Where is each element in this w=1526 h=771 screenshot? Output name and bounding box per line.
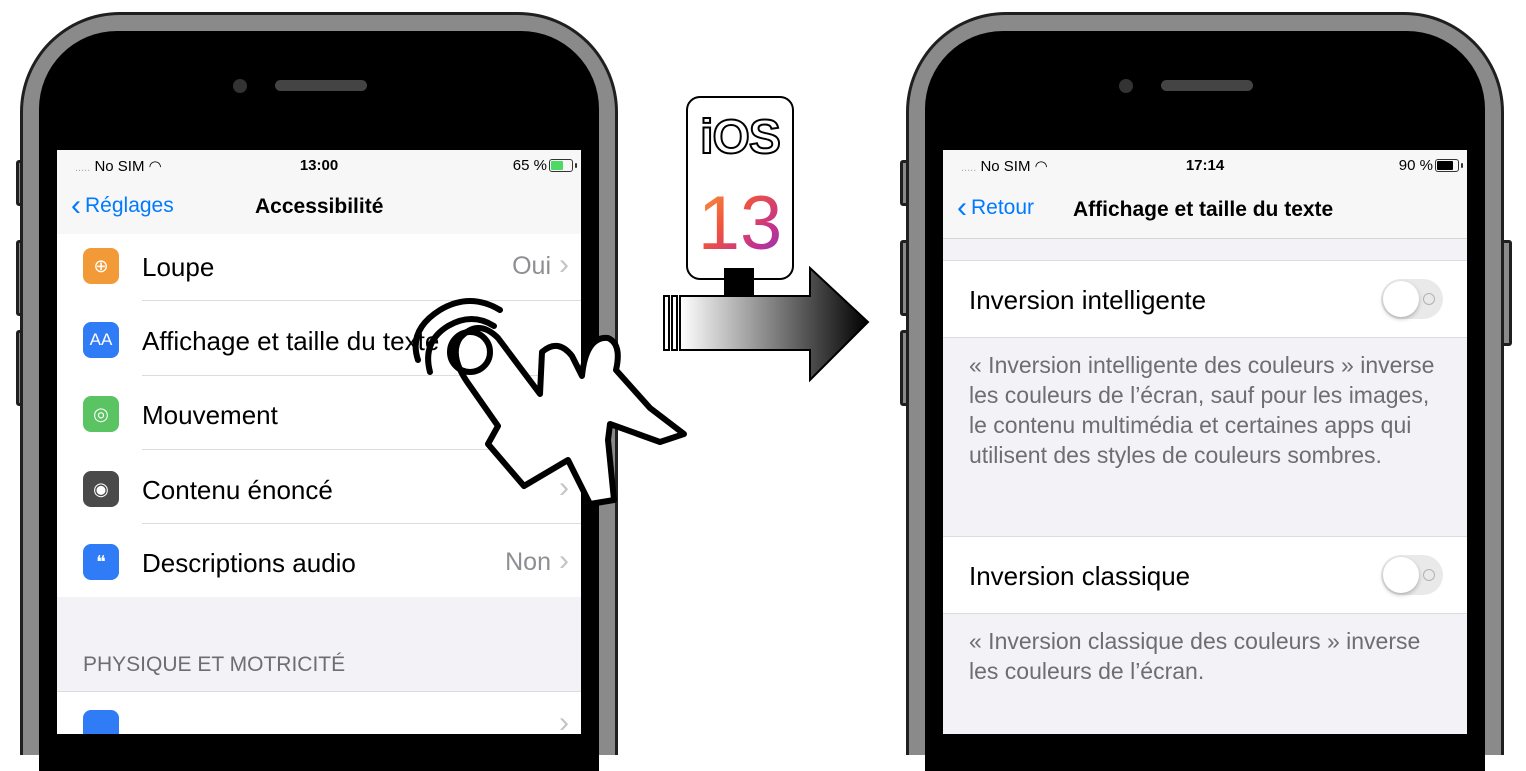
list-item-mouvement[interactable]: ◎ Mouvement xyxy=(57,378,581,451)
wifi-icon: ◠ xyxy=(1034,158,1048,175)
row-label: Affichage et taille du texte xyxy=(142,326,440,356)
page-title: Affichage et taille du texte xyxy=(1073,198,1334,221)
list-item-loupe[interactable]: ⊕ Loupe Oui › xyxy=(57,230,581,303)
navigation-bar: ‹Réglages Accessibilité xyxy=(57,180,581,235)
row-value: Oui xyxy=(512,252,551,280)
battery-fill xyxy=(1437,161,1453,170)
status-time: 13:00 xyxy=(299,157,339,174)
left-phone-camera xyxy=(233,79,247,93)
arrow-connector xyxy=(724,268,754,298)
touch-icon xyxy=(83,710,119,734)
arrow-tail-1 xyxy=(663,295,670,351)
list-item-descriptions-audio[interactable]: ❝ Descriptions audio Non › xyxy=(57,526,581,599)
battery-fill xyxy=(551,161,563,170)
section-header: PHYSIQUE ET MOTRICITÉ xyxy=(83,653,346,676)
carrier-label: ..... No SIM ◠ xyxy=(75,158,162,175)
chevron-right-icon: › xyxy=(559,706,569,734)
chevron-left-icon: ‹ xyxy=(957,191,967,224)
tap-ripple-middle xyxy=(425,316,497,375)
setting-label: Inversion intelligente xyxy=(969,285,1207,315)
right-phone-camera xyxy=(1119,79,1133,93)
ios-version-badge: iOS 13 xyxy=(686,96,794,280)
chevron-left-icon: ‹ xyxy=(71,189,81,222)
setting-row-inversion-intelligente: Inversion intelligente xyxy=(943,260,1467,338)
toggle-inversion-classique[interactable] xyxy=(1381,555,1443,595)
row-label: Mouvement xyxy=(142,400,278,430)
speech-icon: ◉ xyxy=(83,471,119,507)
separator xyxy=(142,300,581,301)
row-label: Descriptions audio xyxy=(142,548,356,578)
chevron-right-icon: › xyxy=(559,471,569,504)
transition-arrow xyxy=(663,266,870,383)
back-button[interactable]: ‹Retour xyxy=(957,191,1035,224)
toggle-knob xyxy=(1383,281,1419,317)
row-label: Loupe xyxy=(142,252,215,282)
battery-percent: 90 % xyxy=(1398,157,1433,174)
toggle-inversion-intelligente[interactable] xyxy=(1381,279,1443,319)
list-item-contenu-enonce[interactable]: ◉ Contenu énoncé › xyxy=(57,453,581,526)
audio-description-icon: ❝ xyxy=(83,544,119,580)
tap-hand-illustration xyxy=(412,298,687,507)
status-time: 17:14 xyxy=(1185,157,1225,174)
toggle-knob xyxy=(1383,557,1419,593)
setting-footer: « Inversion intelligente des couleurs » … xyxy=(969,352,1435,468)
carrier-label: ..... No SIM ◠ xyxy=(961,158,1048,175)
battery-icon xyxy=(549,159,577,172)
row-value: Non xyxy=(505,548,551,576)
battery-percent: 65 % xyxy=(512,157,547,174)
row-label: Contenu énoncé xyxy=(142,475,333,505)
hand-shape xyxy=(452,325,687,507)
left-phone-speaker xyxy=(275,80,367,91)
ios-version-number: 13 xyxy=(688,180,792,267)
setting-label: Inversion classique xyxy=(969,561,1191,591)
separator xyxy=(142,523,581,524)
status-bar: ..... No SIM ◠ 17:14 90 % xyxy=(943,150,1467,180)
separator xyxy=(142,375,581,376)
settings-group-physique: › xyxy=(57,691,581,734)
arrow-shape xyxy=(679,266,870,383)
ios-label: iOS xyxy=(699,110,782,165)
status-bar: ..... No SIM ◠ 13:00 65 % xyxy=(57,150,581,180)
chevron-right-icon: › xyxy=(559,248,569,281)
right-phone-speaker xyxy=(1161,80,1253,91)
tap-point xyxy=(447,329,493,375)
setting-footer: « Inversion classique des couleurs » inv… xyxy=(969,628,1421,684)
back-button[interactable]: ‹Réglages xyxy=(71,189,174,222)
separator xyxy=(142,449,581,450)
list-item-affichage[interactable]: AA Affichage et taille du texte xyxy=(57,304,581,377)
text-size-icon: AA xyxy=(83,322,119,358)
toggle-off-indicator-icon xyxy=(1423,293,1435,305)
battery-icon xyxy=(1435,159,1463,172)
tap-ripple-outer xyxy=(412,298,503,363)
magnifier-icon: ⊕ xyxy=(83,248,119,284)
toggle-off-indicator-icon xyxy=(1423,569,1435,581)
right-phone-screen: ..... No SIM ◠ 17:14 90 % ‹Retour Affich… xyxy=(943,150,1467,734)
wifi-icon: ◠ xyxy=(148,158,162,175)
setting-row-inversion-classique: Inversion classique xyxy=(943,536,1467,614)
navigation-bar: ‹Retour Affichage et taille du texte xyxy=(943,180,1467,239)
page-title: Accessibilité xyxy=(255,195,384,218)
chevron-right-icon: › xyxy=(559,544,569,577)
arrow-tail-2 xyxy=(671,295,678,351)
motion-icon: ◎ xyxy=(83,396,119,432)
